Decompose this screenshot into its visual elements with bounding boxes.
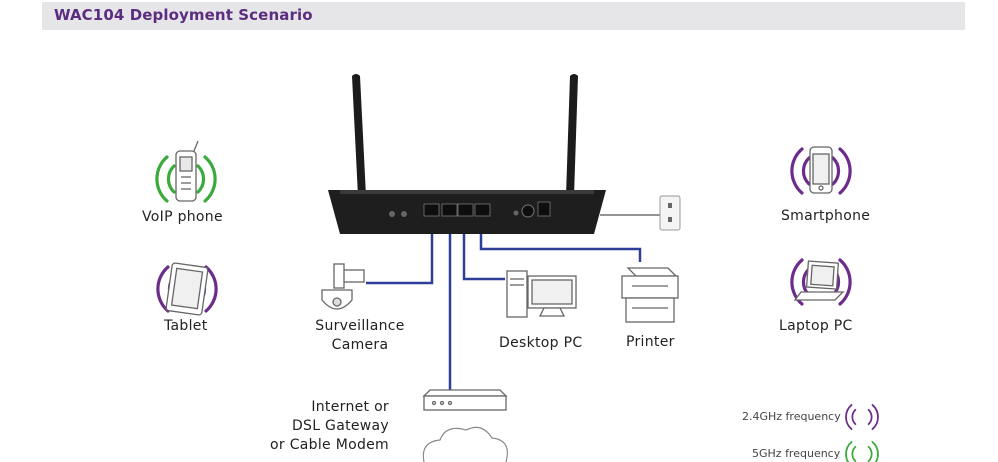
smartphone-device bbox=[790, 146, 852, 195]
label-printer: Printer bbox=[626, 334, 675, 350]
gateway-modem-icon bbox=[422, 389, 508, 411]
desktop-pc-icon bbox=[506, 270, 577, 318]
legend-5ghz-icon bbox=[845, 441, 879, 462]
header-bar: WAC104 Deployment Scenario bbox=[42, 2, 965, 30]
cable-camera bbox=[366, 214, 434, 285]
label-desktop-pc: Desktop PC bbox=[499, 335, 583, 351]
label-laptop-pc: Laptop PC bbox=[779, 318, 853, 334]
smartphone-icon bbox=[809, 146, 833, 194]
voip-phone-device bbox=[155, 140, 217, 203]
surveillance-camera-icon bbox=[321, 263, 365, 310]
label-voip-phone: VoIP phone bbox=[142, 209, 223, 225]
antenna-right bbox=[566, 74, 578, 196]
internet-cloud-icon bbox=[422, 426, 508, 462]
ethernet-cables bbox=[366, 214, 642, 392]
laptop-device bbox=[790, 258, 852, 306]
page-title: WAC104 Deployment Scenario bbox=[54, 6, 313, 24]
power-outlet-icon bbox=[659, 195, 681, 231]
tablet-device bbox=[156, 262, 218, 316]
label-gateway: Internet or DSL Gateway or Cable Modem bbox=[270, 399, 389, 453]
label-tablet: Tablet bbox=[164, 318, 208, 334]
laptop-icon bbox=[793, 260, 845, 301]
tablet-icon bbox=[165, 262, 209, 316]
legend-24ghz-icon bbox=[845, 404, 879, 430]
antenna-left bbox=[352, 74, 366, 196]
legend-5ghz-label: 5GHz frequency bbox=[752, 447, 841, 460]
lan-ports bbox=[423, 203, 491, 217]
router-wac104 bbox=[328, 74, 606, 234]
label-surveillance-camera: Surveillance Camera bbox=[315, 318, 405, 353]
cable-desktop bbox=[462, 214, 505, 281]
voip-phone-icon bbox=[175, 140, 199, 202]
legend-24ghz-label: 2.4GHz frequency bbox=[742, 410, 841, 423]
label-smartphone: Smartphone bbox=[781, 208, 871, 224]
printer-icon bbox=[621, 267, 679, 323]
